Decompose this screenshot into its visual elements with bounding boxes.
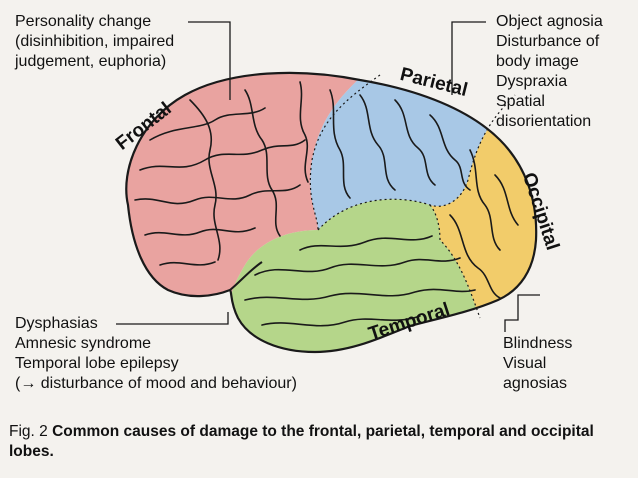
temporal-effect-item: Dysphasias bbox=[15, 315, 98, 332]
frontal-effect-item: judgement, euphoria) bbox=[15, 53, 167, 70]
frontal-effects-list: Personality change (disinhibition, impai… bbox=[15, 12, 174, 72]
parietal-effect-item: Spatial bbox=[496, 93, 545, 110]
parietal-effect-item: Dyspraxia bbox=[496, 73, 568, 90]
temporal-effect-item: Amnesic syndrome bbox=[15, 335, 152, 352]
gyri-pattern bbox=[134, 81, 519, 327]
figure-number: Fig. 2 bbox=[9, 423, 48, 440]
parietal-effect-item: body image bbox=[496, 53, 579, 70]
caption-text: Common causes of damage to the frontal, … bbox=[9, 423, 594, 460]
figure-caption: Fig. 2 Common causes of damage to the fr… bbox=[9, 422, 629, 462]
lobe-boundaries bbox=[309, 74, 516, 319]
temporal-effect-item: (→ disturbance of mood and behaviour) bbox=[15, 375, 297, 392]
occipital-effect-item: agnosias bbox=[503, 375, 568, 392]
occipital-effect-item: Blindness bbox=[503, 335, 573, 352]
parietal-effects-list: Object agnosia Disturbance of body image… bbox=[496, 12, 603, 132]
occipital-effects-list: Blindness Visual agnosias bbox=[503, 334, 572, 394]
frontal-effect-item: Personality change bbox=[15, 13, 152, 30]
lateral-fissure bbox=[229, 261, 263, 291]
temporal-effects-list: Dysphasias Amnesic syndrome Temporal lob… bbox=[15, 314, 297, 394]
temporal-effect-item: Temporal lobe epilepsy bbox=[15, 355, 179, 372]
leader-lines bbox=[116, 21, 540, 332]
parietal-effect-item: disorientation bbox=[496, 113, 592, 130]
parietal-effect-item: Object agnosia bbox=[496, 13, 603, 30]
occipital-effect-item: Visual bbox=[503, 355, 547, 372]
frontal-effect-item: (disinhibition, impaired bbox=[15, 33, 175, 50]
parietal-effect-item: Disturbance of bbox=[496, 33, 600, 50]
